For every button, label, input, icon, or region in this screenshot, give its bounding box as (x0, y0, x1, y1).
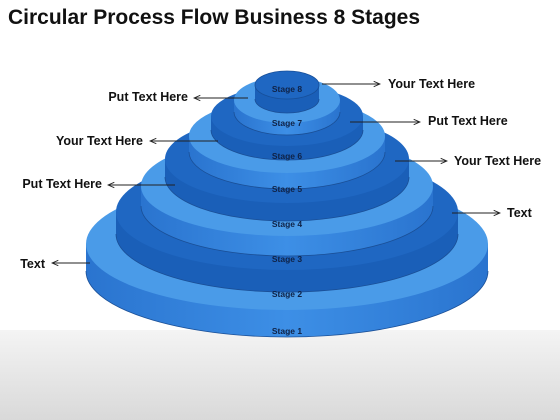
callout-left-4: Text (20, 257, 45, 271)
tier-3-rim (140, 205, 434, 257)
tier-8-rim (254, 98, 320, 114)
tier-7-rim (233, 111, 341, 136)
stage-5-label: Stage 5 (271, 184, 303, 194)
stage-4-label: Stage 4 (271, 219, 303, 229)
callout-right-4: Text (507, 206, 532, 220)
tier-8-cap (254, 70, 320, 100)
callout-right-3: Your Text Here (454, 154, 542, 168)
floor-shadow (0, 330, 560, 420)
stage-3-label: Stage 3 (271, 254, 303, 264)
tier-1-rim (85, 270, 489, 338)
callout-left-3: Put Text Here (22, 177, 102, 191)
callout-right-2: Put Text Here (428, 114, 508, 128)
tier-4-rim (164, 176, 410, 222)
tier-6-rim (210, 129, 364, 161)
callout-left-1: Put Text Here (108, 90, 188, 104)
callout-left-2: Your Text Here (55, 134, 143, 148)
tier-5-rim (188, 151, 386, 190)
stage-7-label: Stage 7 (271, 118, 303, 128)
stage-1-label: Stage 1 (271, 326, 303, 336)
stage-8-label: Stage 8 (271, 84, 303, 94)
callout-right-1: Your Text Here (388, 77, 476, 91)
stage-2-label: Stage 2 (271, 289, 303, 299)
tier-2-rim (115, 233, 459, 293)
page-title: Circular Process Flow Business 8 Stages (8, 6, 421, 29)
stage-6-label: Stage 6 (271, 151, 303, 161)
